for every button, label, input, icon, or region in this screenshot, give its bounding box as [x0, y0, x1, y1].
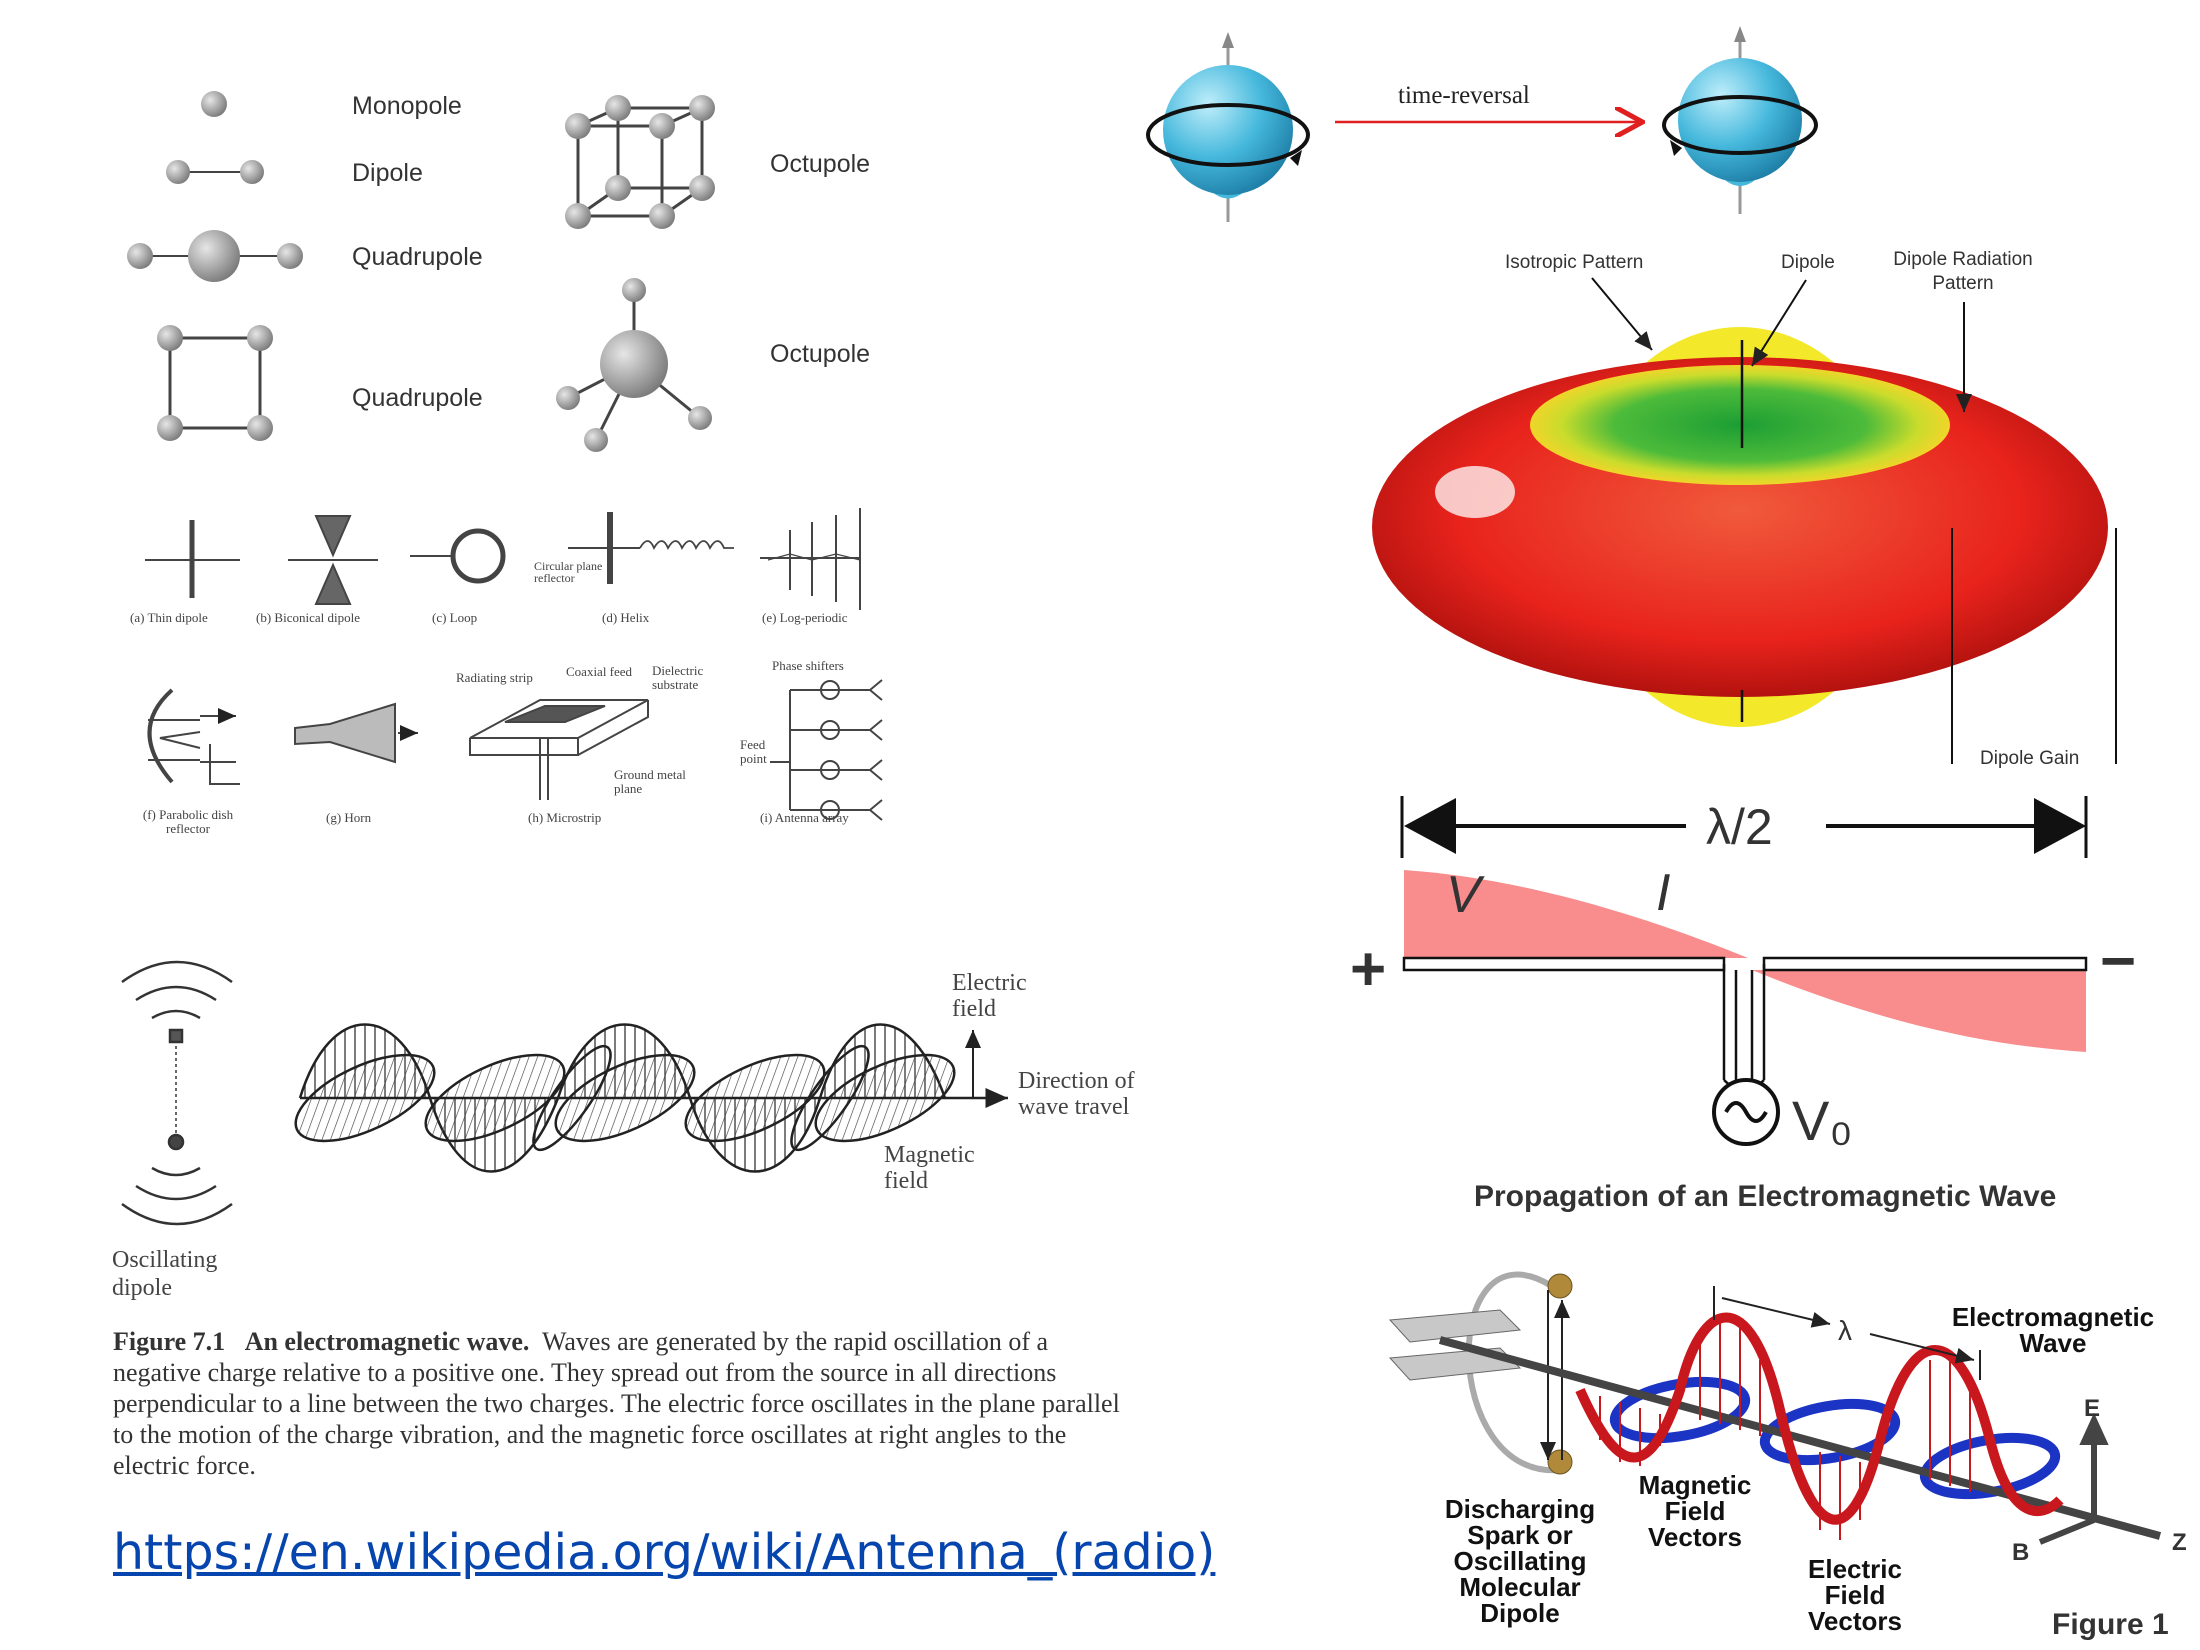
label-oscillating-dipole: Oscillating dipole: [112, 1247, 218, 1301]
label-direction: Direction of wave travel: [1018, 1068, 1135, 1120]
axes-triad: [2038, 1412, 2109, 1545]
octupole-tetra-shape: [556, 278, 712, 452]
propagation-electric-wave: [1575, 1312, 2064, 1540]
propagation-title: Propagation of an Electromagnetic Wave: [1474, 1180, 2056, 1213]
caption-helix: (d) Helix: [602, 610, 650, 625]
propagation-panel: Propagation of an Electromagnetic Wave: [1388, 1180, 2187, 1641]
dipole-arm-left: [1402, 956, 1726, 972]
caption-loop: (c) Loop: [432, 610, 477, 625]
label-dipole-antenna: Dipole: [1781, 252, 1835, 273]
axis-label-z: Z: [2172, 1529, 2187, 1556]
label-source-v0: V₀: [1792, 1089, 1853, 1152]
antenna-types-panel: [145, 508, 883, 821]
label-time-reversal: time-reversal: [1398, 82, 1530, 109]
figure-caption-title: An electromagnetic wave.: [244, 1327, 530, 1356]
caption-log-periodic: (e) Log-periodic: [762, 610, 848, 625]
antenna-loop: [410, 528, 506, 584]
figure-caption-text: Waves are generated by the rapid oscilla…: [113, 1327, 1120, 1480]
label-quadrupole-1: Quadrupole: [352, 243, 483, 271]
dipole-shape: [166, 160, 264, 184]
label-voltage: V: [1446, 866, 1485, 924]
antenna-microstrip: [469, 699, 649, 800]
caption-biconical: (b) Biconical dipole: [256, 610, 360, 625]
caption-dielectric: Dielectric substrate: [652, 664, 704, 692]
label-dipole: Dipole: [352, 159, 423, 187]
figure-caption: Figure 7.1 An electromagnetic wave. Wave…: [113, 1326, 1133, 1481]
wikipedia-link[interactable]: https://en.wikipedia.org/wiki/Antenna_(r…: [113, 1524, 1216, 1581]
label-figure-1: Figure 1: [2052, 1608, 2169, 1641]
antenna-parabolic: [147, 688, 240, 785]
monopole-ball: [201, 91, 227, 117]
caption-ground-plane: Ground metal plane: [614, 768, 686, 796]
axis-label-e: E: [2084, 1395, 2100, 1422]
spin-sphere-right: [1662, 26, 1818, 214]
label-dipole-gain: Dipole Gain: [1980, 748, 2079, 769]
axis-label-b: B: [2012, 1539, 2029, 1566]
label-minus: −: [2100, 927, 2136, 996]
caption-parabolic: (f) Parabolic dish reflector: [142, 808, 234, 836]
time-reversal-panel: time-reversal: [1146, 26, 1818, 222]
dipole-arm-right: [1762, 956, 2088, 972]
figure-caption-label: Figure 7.1: [113, 1327, 226, 1356]
caption-phase-shifters: Phase shifters: [772, 658, 844, 673]
label-half-lambda: λ/2: [1706, 799, 1773, 855]
quadrupole-linear-shape: [127, 230, 303, 282]
label-quadrupole-2: Quadrupole: [352, 384, 483, 412]
label-isotropic: Isotropic Pattern: [1505, 252, 1643, 273]
caption-array: (i) Antenna array: [760, 810, 849, 825]
em-wave-panel: Oscillating dipole Electric field Direct…: [112, 960, 1135, 1301]
label-electric-field: Electric field: [952, 970, 1027, 1022]
caption-coaxial-feed: Coaxial feed: [566, 664, 633, 679]
label-magnetic-field: Magnetic field: [884, 1142, 975, 1194]
caption-feed-point: Feed point: [740, 738, 767, 766]
propagation-lambda-marker: [1713, 1286, 1981, 1380]
feed-line: [1722, 964, 1766, 1080]
spin-sphere-left: [1146, 32, 1310, 222]
octupole-cube-shape: [565, 95, 715, 229]
voltage-distribution-right: [1752, 970, 2086, 1052]
label-radiation-pattern: Dipole Radiation Pattern: [1893, 249, 2033, 294]
spark-gap-source: [1388, 1271, 1573, 1475]
label-octupole-1: Octupole: [770, 150, 870, 178]
antenna-helix: [568, 512, 734, 584]
antenna-type-labels: (a) Thin dipole (b) Biconical dipole (c)…: [130, 560, 849, 836]
voltage-distribution-left: [1404, 870, 1748, 958]
caption-radiating-strip: Radiating strip: [456, 670, 533, 685]
quadrupole-square-shape: [157, 325, 273, 441]
oscillating-dipole-source: [121, 960, 233, 1226]
label-octupole-2: Octupole: [770, 340, 870, 368]
caption-horn: (g) Horn: [326, 810, 372, 825]
radiation-pattern-panel: Isotropic Pattern Dipole Dipole Radiatio…: [1372, 249, 2117, 769]
propagation-axis: [1438, 1336, 2162, 1540]
torus-highlight: [1435, 466, 1515, 518]
label-em-wave: Electromagnetic Wave: [1951, 1304, 2155, 1358]
antenna-biconical: [288, 515, 378, 605]
caption-circular-plane: Circular plane reflector: [534, 560, 603, 585]
caption-microstrip: (h) Microstrip: [528, 810, 601, 825]
torus-inner-ring: [1530, 365, 1950, 485]
antenna-horn: [294, 702, 418, 764]
antenna-log-periodic: [760, 508, 861, 610]
label-electric-vectors: Electric Field Vectors: [1808, 1556, 1902, 1636]
label-current: I: [1656, 864, 1670, 922]
propagation-lambda-label: λ: [1838, 1315, 1852, 1346]
label-monopole: Monopole: [352, 92, 462, 120]
label-plus: +: [1350, 935, 1386, 1004]
antenna-array: [770, 679, 883, 821]
multipole-panel: Monopole Dipole Quadrupole Quadrupole: [127, 91, 870, 452]
caption-thin-dipole: (a) Thin dipole: [130, 610, 208, 625]
antenna-thin-dipole: [145, 520, 240, 598]
half-wave-dipole-panel: λ/2 V₀ + − V I: [1350, 796, 2136, 1152]
radiation-leader-lines: [1591, 277, 2117, 764]
label-discharging-spark: Discharging Spark or Oscillating Molecul…: [1444, 1496, 1596, 1628]
label-magnetic-vectors: Magnetic Field Vectors: [1638, 1472, 1752, 1552]
